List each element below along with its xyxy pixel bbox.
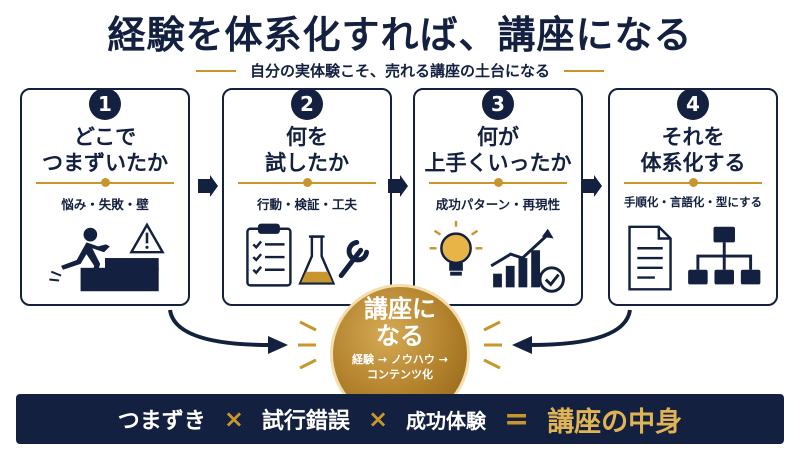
step-number-1: 1 <box>89 88 121 120</box>
flow-arrow-1 <box>196 175 218 197</box>
step-3-rule-dot <box>493 178 503 187</box>
step-description-1: 悩み・失敗・壁 <box>61 197 149 212</box>
lightbulb-icon <box>429 220 483 276</box>
step-heading-1-line2: つまずいたか <box>42 151 168 175</box>
center-badge-line2: なる <box>376 322 424 350</box>
check-circle-icon <box>538 266 565 293</box>
flow-arrow-2 <box>386 175 408 197</box>
step-card-2: 2 何を 試したか 行動・検証・工夫 <box>222 88 392 306</box>
step-heading-1: どこで つまずいたか <box>22 124 188 176</box>
formula-multiply-1: × <box>223 405 244 433</box>
step-2-rule-dot <box>302 178 312 187</box>
growth-chart-icon <box>490 228 554 288</box>
center-badge: 講座に なる 経験 → ノウハウ → コンテンツ化 <box>328 284 472 424</box>
subtitle: 自分の実体験こそ、売れる講座の土台になる <box>249 62 550 80</box>
step-card-3: 3 何が 上手くいったか 成功パターン・再現性 <box>413 88 583 306</box>
center-badge-title: 講座に なる <box>328 296 472 350</box>
hierarchy-icon <box>688 226 761 285</box>
step-description-4: 手順化・言語化・型にする <box>623 195 763 209</box>
step-heading-1-line1: どこで <box>73 125 137 149</box>
center-badge-line1: 講座に <box>364 295 436 323</box>
step-description-3: 成功パターン・再現性 <box>435 197 561 212</box>
step-number-2: 2 <box>291 88 323 120</box>
step-2-icons <box>246 223 370 287</box>
curve-left <box>168 309 271 347</box>
formula-bar: つまずき × 試行錯誤 × 成功体験 = 講座の中身 <box>16 394 784 444</box>
subtitle-left-rule <box>195 69 236 72</box>
step-card-4: 4 それを 体系化する 手順化・言語化・型にする <box>608 88 778 306</box>
step-heading-2-line2: 試したか <box>265 151 349 175</box>
checklist-clipboard-icon <box>246 223 292 287</box>
step-heading-4: それを 体系化する <box>610 124 776 176</box>
step-description-2: 行動・検証・工夫 <box>256 197 357 212</box>
formula-term-2: 試行錯誤 <box>261 409 350 434</box>
formula-term-3: 成功体験 <box>406 408 487 433</box>
formula-term-1: つまずき <box>117 409 206 434</box>
page-title: 経験を体系化すれば、講座になる <box>107 13 693 57</box>
step-heading-3-line2: 上手くいったか <box>424 151 572 175</box>
step-4-rule-dot <box>688 178 698 187</box>
step-3-icons <box>429 220 565 293</box>
step-4-icons <box>628 225 761 291</box>
step-1-icons <box>49 222 165 292</box>
step-heading-4-line1: それを <box>661 125 725 149</box>
step-number-3: 3 <box>482 88 514 120</box>
curve-left-arrowhead <box>268 336 288 354</box>
center-badge-subtitle: 経験 → ノウハウ → コンテンツ化 <box>328 352 472 382</box>
flow-arrow-3 <box>580 175 602 197</box>
document-icon <box>628 225 672 291</box>
step-heading-4-line2: 体系化する <box>640 151 746 175</box>
curve-right-arrowhead <box>512 336 532 354</box>
formula-multiply-2: × <box>367 405 389 433</box>
step-heading-3-line1: 何が <box>477 125 519 149</box>
wrench-icon <box>338 239 370 279</box>
badge-rays <box>298 320 502 370</box>
flask-icon <box>298 235 336 285</box>
center-badge-sub-line2: コンテンツ化 <box>367 368 433 381</box>
step-heading-2-line1: 何を <box>286 125 328 149</box>
center-badge-sub-line1: 経験 → ノウハウ → <box>352 353 448 366</box>
warning-icon <box>129 222 165 254</box>
step-number-4: 4 <box>677 88 709 120</box>
step-card-1: 1 どこで つまずいたか 悩み・失敗・壁 <box>20 88 190 306</box>
subtitle-right-rule <box>564 69 604 72</box>
step-1-rule-dot <box>100 178 110 187</box>
formula-equals: = <box>504 401 530 437</box>
subtitle-row: 自分の実体験こそ、売れる講座の土台になる <box>0 60 800 81</box>
curve-right <box>529 309 632 347</box>
stumbling-person-icon <box>49 227 159 292</box>
step-heading-2: 何を 試したか <box>224 124 390 176</box>
step-heading-3: 何が 上手くいったか <box>415 124 581 176</box>
formula-result: 講座の中身 <box>547 406 683 438</box>
